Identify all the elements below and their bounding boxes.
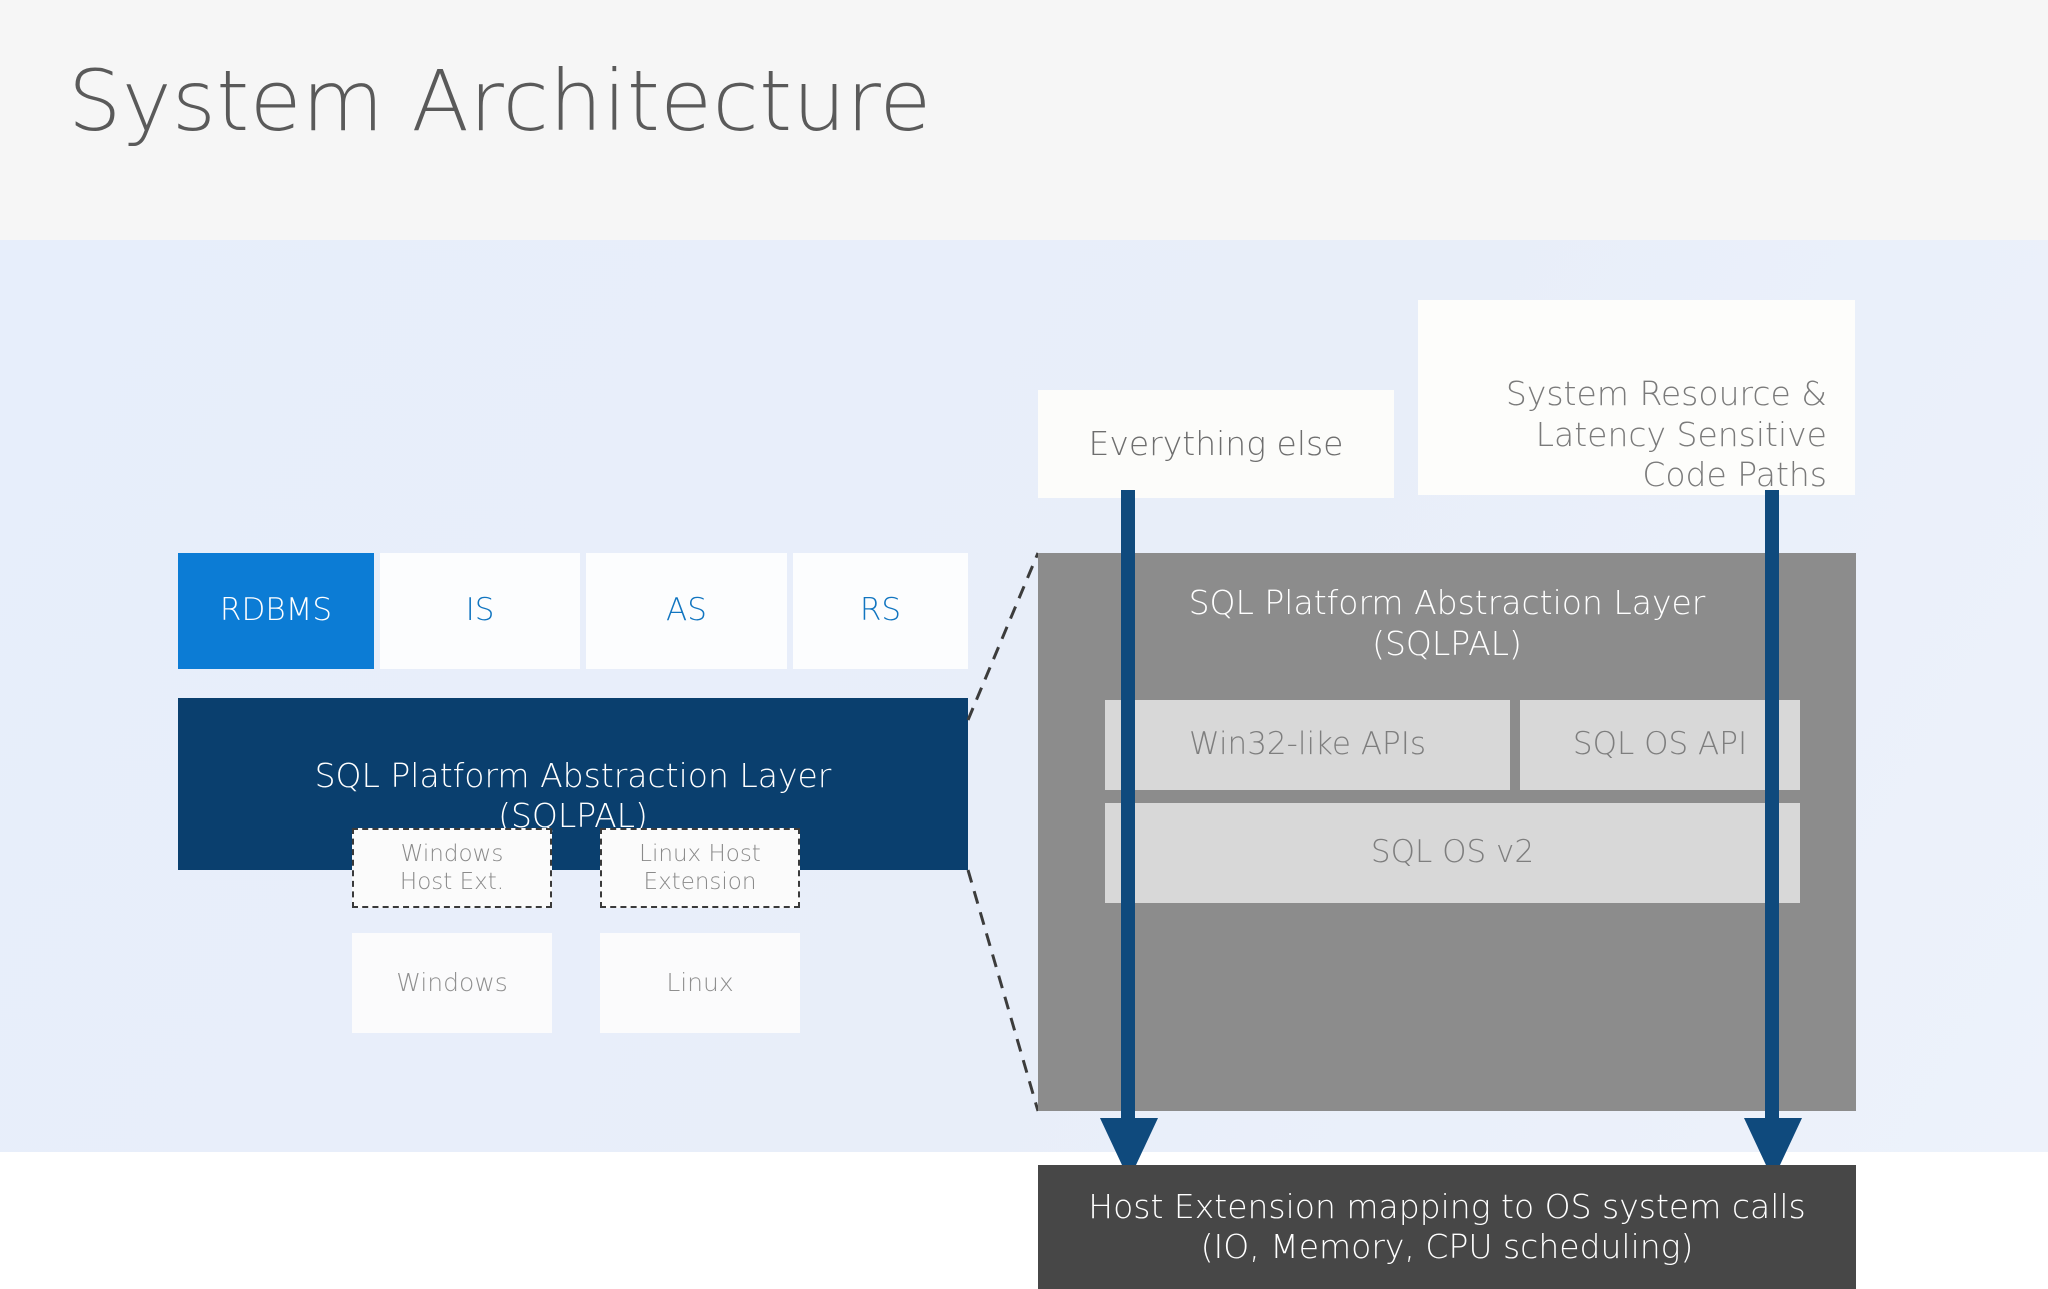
windows-host-extension-chip: Windows Host Ext. <box>352 828 552 908</box>
callout-everything-else: Everything else <box>1038 390 1394 498</box>
service-tile-label: AS <box>666 592 707 629</box>
os-tile-windows: Windows <box>352 933 552 1033</box>
service-tile-rs[interactable]: RS <box>793 553 968 669</box>
windows-host-extension-line2: Host Ext. <box>399 869 505 895</box>
windows-host-extension-line1: Windows <box>400 840 504 867</box>
subbox-label: Win32-like APIs <box>1188 726 1427 763</box>
subbox-sql-os-api: SQL OS API <box>1520 700 1800 790</box>
host-extension-os-mapping-bar: Host Extension mapping to OS system call… <box>1038 1165 1856 1289</box>
linux-host-extension-line2: Extension <box>643 869 757 895</box>
host-extension-bar-line1: Host Extension mapping to OS system call… <box>1088 1186 1806 1226</box>
host-extension-bar-line2: (IO, Memory, CPU scheduling) <box>1200 1227 1694 1266</box>
sqlpal-title-line2: (SQLPAL) <box>498 796 648 835</box>
service-tile-label: IS <box>465 592 495 629</box>
subbox-sql-os-v2: SQL OS v2 <box>1105 803 1800 903</box>
sqlpal-panel-title: SQL Platform Abstraction Layer (SQLPAL) <box>1038 583 1856 665</box>
service-tile-is[interactable]: IS <box>380 553 580 669</box>
subbox-win32-like-apis: Win32-like APIs <box>1105 700 1510 790</box>
os-tile-label: Linux <box>666 967 734 997</box>
diagram-area: RDBMS IS AS RS SQL Platform Abstraction … <box>0 240 2048 1289</box>
os-tile-linux: Linux <box>600 933 800 1033</box>
callout-line2: Latency Sensitive <box>1535 414 1827 454</box>
linux-host-extension-line1: Linux Host <box>639 840 761 867</box>
service-tile-rdbms[interactable]: RDBMS <box>178 553 374 669</box>
sqlpal-block-left: SQL Platform Abstraction Layer (SQLPAL) <box>178 698 968 870</box>
subbox-label: SQL OS API <box>1572 726 1748 763</box>
service-tile-as[interactable]: AS <box>586 553 787 669</box>
os-tile-label: Windows <box>396 967 508 997</box>
header-band <box>0 0 2048 240</box>
linux-host-extension-chip: Linux Host Extension <box>600 828 800 908</box>
subbox-label: SQL OS v2 <box>1370 834 1535 871</box>
callout-system-resource-latency: System Resource & Latency Sensitive Code… <box>1418 300 1855 495</box>
sqlpal-panel-expanded: SQL Platform Abstraction Layer (SQLPAL) … <box>1038 553 1856 1111</box>
sqlpal-panel-title-line1: SQL Platform Abstraction Layer <box>1188 583 1706 622</box>
callout-line3: Code Paths <box>1642 454 1827 494</box>
page-title: System Architecture <box>68 52 932 150</box>
callout-line1: System Resource & <box>1505 374 1827 414</box>
service-tile-label: RS <box>859 592 902 629</box>
callout-label: Everything else <box>1088 423 1344 463</box>
service-tile-label: RDBMS <box>219 592 333 629</box>
sqlpal-title-line1: SQL Platform Abstraction Layer <box>314 755 832 795</box>
sqlpal-panel-title-line2: (SQLPAL) <box>1372 623 1522 663</box>
